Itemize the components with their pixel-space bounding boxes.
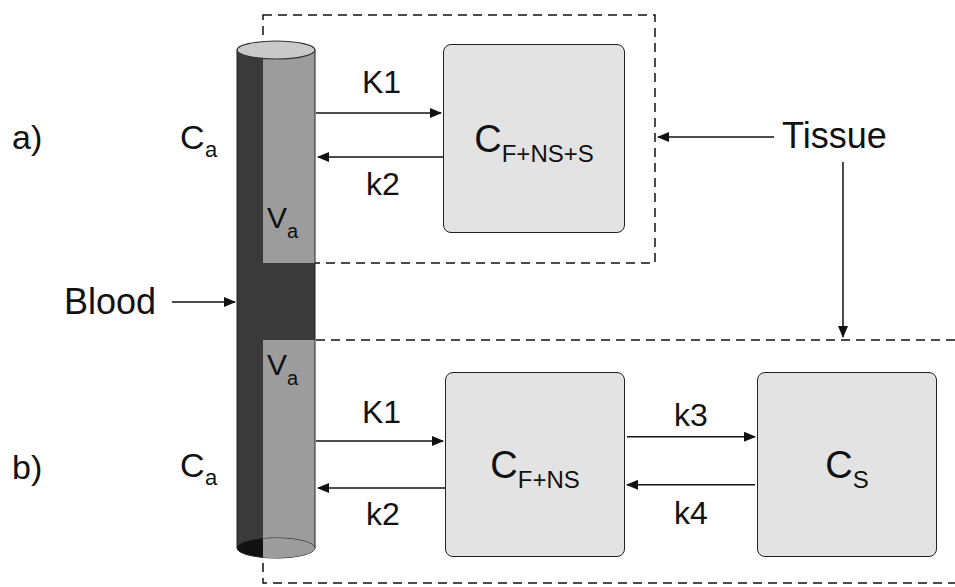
- subscript: S: [853, 466, 869, 493]
- exchange-arrow: [318, 156, 443, 158]
- region-label: Tissue: [782, 118, 887, 154]
- blood-vessel: [237, 41, 315, 558]
- region-label: Blood: [64, 284, 156, 320]
- exchange-arrow: [316, 112, 441, 114]
- concentration-symbol: C: [180, 120, 205, 154]
- subscript: a: [205, 467, 217, 489]
- concentration-symbol: C: [825, 444, 852, 486]
- rate-constant: k2: [366, 168, 400, 200]
- compartment-box: CS: [757, 372, 937, 557]
- volume-symbol: V: [267, 203, 287, 233]
- rate-constant: k4: [674, 497, 708, 529]
- compartment-label: CF+NS: [490, 446, 579, 484]
- compartment-box: CF+NS+S: [443, 44, 625, 233]
- rate-constant: K1: [362, 66, 401, 98]
- subscript: a: [287, 221, 298, 241]
- volume-symbol: V: [267, 350, 287, 380]
- rate-constant: k3: [674, 399, 708, 431]
- concentration-symbol: C: [490, 444, 517, 486]
- exchange-arrow: [316, 440, 443, 442]
- pointer-arrow: [842, 162, 844, 337]
- pointer-arrow: [172, 301, 235, 303]
- rate-constant: k2: [366, 498, 400, 530]
- subscript: F+NS: [518, 466, 580, 493]
- tissue-region: [263, 340, 955, 583]
- rate-arrow: [627, 436, 755, 438]
- tissue-region: [263, 15, 655, 263]
- subscript: a: [287, 368, 298, 388]
- exchange-arrow: [318, 487, 445, 489]
- subscript: F+NS+S: [502, 140, 594, 167]
- compartment-box: CF+NS: [445, 372, 625, 557]
- subscript: a: [205, 139, 217, 161]
- rate-arrow: [627, 484, 755, 486]
- pointer-arrow: [658, 136, 774, 138]
- concentration-symbol: C: [180, 448, 205, 482]
- compartment-label: CF+NS+S: [474, 120, 594, 158]
- panel-letter: b): [12, 450, 42, 484]
- concentration-symbol: C: [474, 118, 501, 160]
- rate-constant: K1: [362, 396, 401, 428]
- panel-letter: a): [12, 120, 42, 154]
- compartment-label: CS: [825, 446, 868, 484]
